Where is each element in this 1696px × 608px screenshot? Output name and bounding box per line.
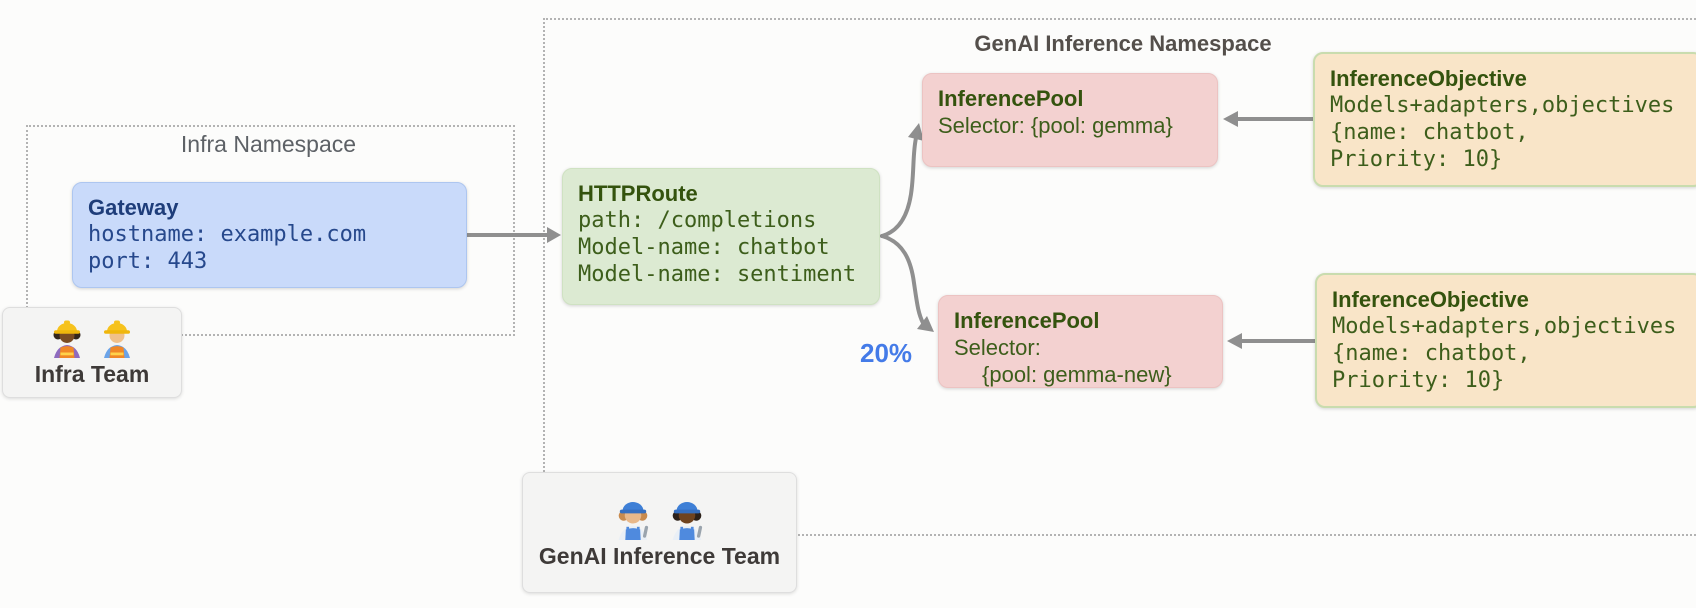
inference-pool-gemma-node: InferencePool Selector: {pool: gemma} xyxy=(922,73,1218,167)
genai-namespace-label: GenAI Inference Namespace xyxy=(974,31,1272,56)
gateway-port: port: 443 xyxy=(88,249,208,274)
inference-objective-bottom-node: InferenceObjective Models+adapters,objec… xyxy=(1315,273,1696,408)
construction-worker-light-icon xyxy=(104,320,130,358)
infra-team-card: Infra Team xyxy=(2,307,182,398)
genai-namespace-frame xyxy=(543,18,1696,536)
inference-pool-selector: Selector: xyxy=(954,335,1041,360)
inference-objective-top-node: InferenceObjective Models+adapters,objec… xyxy=(1313,52,1696,187)
inference-objective-name: {name: chatbot, xyxy=(1330,120,1529,145)
inference-objective-name: {name: chatbot, xyxy=(1332,341,1531,366)
gateway-hostname: hostname: example.com xyxy=(88,222,367,247)
construction-worker-dark-icon xyxy=(53,320,81,358)
httproute-model-2: Model-name: sentiment xyxy=(578,262,857,287)
inference-objective-priority: Priority: 10} xyxy=(1330,147,1503,172)
gateway-node: Gateway hostname: example.com port: 443 xyxy=(72,182,467,288)
inference-objective-title: InferenceObjective xyxy=(1332,287,1529,312)
gateway-title: Gateway xyxy=(88,195,179,220)
inference-objective-priority: Priority: 10} xyxy=(1332,368,1505,393)
inference-pool-title: InferencePool xyxy=(954,308,1100,333)
inference-objective-models: Models+adapters,objectives xyxy=(1330,93,1675,118)
traffic-split-label: 20% xyxy=(860,338,913,368)
httproute-node: HTTPRoute path: /completions Model-name:… xyxy=(562,168,880,305)
httproute-model-1: Model-name: chatbot xyxy=(578,235,830,260)
inference-pool-selector-value: {pool: gemma-new} xyxy=(982,362,1172,387)
inference-pool-gemma-new-node: InferencePool Selector: {pool: gemma-new… xyxy=(938,295,1223,388)
genai-team-card: GenAI Inference Team xyxy=(522,472,797,593)
inference-pool-title: InferencePool xyxy=(938,86,1084,111)
infra-team-label: Infra Team xyxy=(34,360,150,387)
mechanic-dark-icon xyxy=(672,501,702,540)
httproute-title: HTTPRoute xyxy=(578,181,698,206)
infra-namespace-label: Infra Namespace xyxy=(180,131,357,157)
httproute-path: path: /completions xyxy=(578,208,817,233)
infra-team-icons xyxy=(50,318,134,358)
infra-namespace-frame xyxy=(26,125,515,336)
inference-objective-models: Models+adapters,objectives xyxy=(1332,314,1677,339)
mechanic-light-icon xyxy=(618,501,648,540)
genai-team-label: GenAI Inference Team xyxy=(538,542,781,569)
genai-team-icons xyxy=(614,496,706,540)
inference-pool-selector: Selector: {pool: gemma} xyxy=(938,113,1173,138)
inference-objective-title: InferenceObjective xyxy=(1330,66,1527,91)
